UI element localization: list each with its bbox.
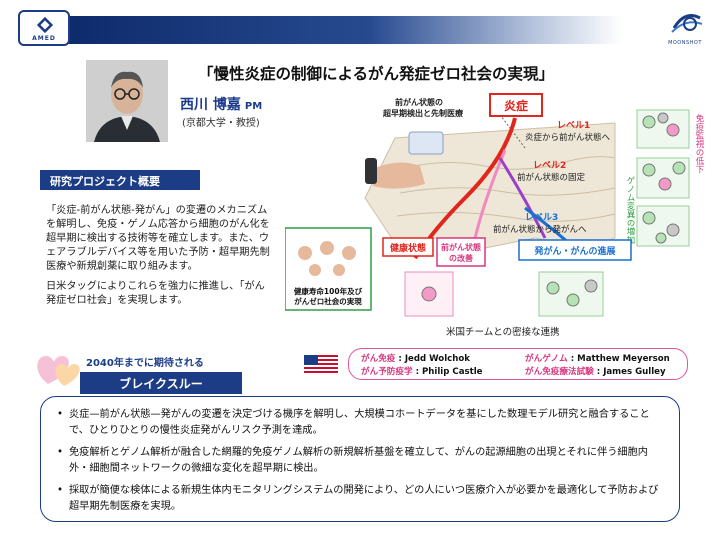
cell-box-cancer: [538, 271, 604, 317]
moonshot-logo: MOONSHOT: [660, 8, 710, 52]
partner-2: がんゲノム : Matthew Meyerson: [525, 354, 670, 364]
cancer-progression-diagram: 炎症 前がん状態の 超早期検出と先制医療 レベル1 炎症から前がん状態へ レベル…: [285, 93, 704, 317]
breakthrough-heading: ブレイクスルー: [80, 372, 242, 394]
summary-text: 「炎症-前がん状態-発がん」の変遷のメカニズムを解明し、免疫・ゲノム応答から細胞…: [46, 204, 272, 314]
inflammation-box: [489, 93, 543, 117]
summary-paragraph-1: 「炎症-前がん状態-発がん」の変遷のメカニズムを解明し、免疫・ゲノム応答から細胞…: [46, 205, 270, 272]
goal-line1: 健康寿命100年及び: [294, 286, 363, 296]
header-gradient-band: [62, 16, 622, 44]
breakthrough-box: 炎症—前がん状態—発がんの変遷を決定づける機序を解明し、大規模コホートデータを基…: [40, 396, 680, 522]
cell-cluster-level3: [636, 205, 690, 247]
moonshot-logo-text: MOONSHOT: [668, 40, 702, 46]
header-bar: [0, 10, 720, 46]
cell-cluster-level2: [636, 157, 690, 199]
cell-cluster-level1: [636, 109, 690, 149]
level3-desc: 前がん状態から発がんへ: [493, 224, 587, 235]
breakthrough-item-2: 免疫解析とゲノム解析が融合した網羅的免疫ゲノム解析の新規解析基盤を確立して、がん…: [57, 445, 665, 477]
level2-title: レベル2: [533, 160, 566, 171]
terrain-ridges: [396, 156, 616, 222]
improvement-line2: の改善: [449, 253, 473, 263]
level1-desc: 炎症から前がん状態へ: [525, 132, 611, 143]
pi-photo: [86, 60, 168, 142]
collaboration-label: 米国チームとの密接な連携: [446, 327, 560, 338]
partner-box: がん免疫 : Jedd Wolchok がんゲノム : Matthew Meye…: [348, 348, 688, 380]
pi-role: PM: [244, 101, 263, 112]
genome-increase-label: ゲノム変異の増加: [625, 176, 635, 245]
precancer-detection-line2: 超早期検出と先制医療: [382, 108, 464, 118]
hearts-icon: [37, 356, 80, 386]
summary-heading: 研究プロジェクト概要: [40, 170, 200, 190]
precancer-detection-line1: 前がん状態の: [395, 97, 443, 107]
healthy-label: 健康状態: [390, 242, 426, 254]
partner-1: がん免疫 : Jedd Wolchok: [361, 354, 470, 364]
amed-logo-icon: [36, 16, 54, 34]
goal-crowd: 健康寿命100年及び がんゼロ社会の実現: [285, 227, 372, 311]
healthy-box: [382, 237, 434, 257]
moonshot-logo-icon: [671, 14, 703, 33]
improvement-line1: 前がん状態: [441, 242, 481, 252]
cancer-path: [498, 157, 547, 239]
partner-4: がん免疫療法試験 : James Gulley: [525, 367, 666, 377]
page-title: 「慢性炎症の制御によるがん発症ゼロ社会の実現」: [198, 65, 555, 83]
pi-name-text: 西川 博嘉: [180, 97, 241, 113]
amed-logo: AMED: [18, 10, 70, 46]
improvement-box: [436, 237, 486, 267]
us-partners: がん免疫 : Jedd Wolchok がんゲノム : Matthew Meye…: [300, 346, 694, 380]
wearable-device-icon: [365, 131, 444, 189]
amed-logo-text: AMED: [32, 35, 56, 42]
inflammation-label: 炎症: [504, 98, 528, 113]
us-flag-icon: [304, 355, 338, 375]
cell-box-healthy: [404, 271, 454, 317]
level2-desc: 前がん状態の固定: [517, 172, 586, 183]
partner-3: がん予防疫学 : Philip Castle: [361, 367, 483, 377]
person-portrait-icon: [86, 60, 168, 142]
breakthrough-item-3: 採取が簡便な検体による新規生体内モニタリングシステムの開発により、どの人にいつ医…: [57, 483, 665, 515]
level1-title: レベル1: [557, 120, 590, 131]
breakthrough-year: 2040年までに期待される: [86, 358, 204, 369]
progression-label: 発がん・がんの進展: [533, 245, 615, 257]
summary-paragraph-2: 日米タッグによりこれらを強力に推進し、「がん発症ゼロ社会」を実現します。: [46, 281, 265, 306]
pi-affiliation: (京都大学・教授): [182, 118, 260, 129]
breakthrough-item-1: 炎症—前がん状態—発がんの変遷を決定づける機序を解明し、大規模コホートデータを基…: [57, 407, 665, 439]
level3-title: レベル3: [525, 212, 558, 223]
progression-box: [518, 239, 632, 261]
immune-decrease-label: 免疫監視の低下: [694, 113, 704, 174]
goal-line2: がんゼロ社会の実現: [294, 296, 362, 306]
breakthrough-list: 炎症—前がん状態—発がんの変遷を決定づける機序を解明し、大規模コホートデータを基…: [57, 407, 665, 515]
